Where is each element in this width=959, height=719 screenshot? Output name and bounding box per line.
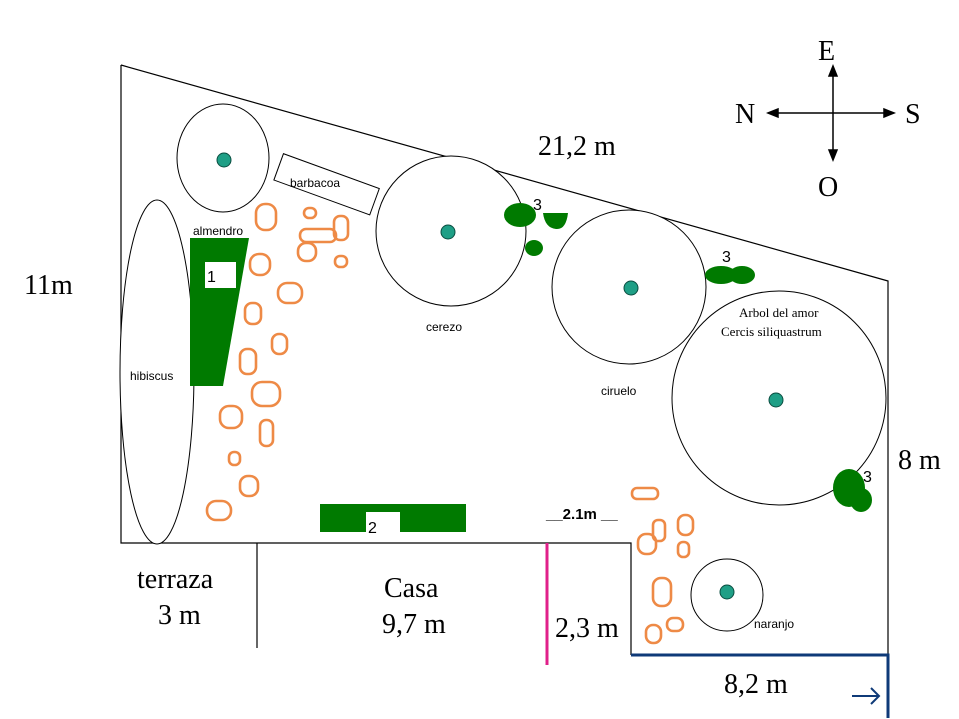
hedge-2-marker-bg — [366, 512, 400, 532]
almond-trunk — [216, 152, 232, 168]
judas-trunk — [768, 392, 784, 408]
stepping-stone — [205, 499, 233, 522]
compass-south: S — [905, 99, 921, 130]
barbecue-box — [273, 153, 380, 216]
house-label: Casa — [384, 573, 439, 604]
stepping-stone — [651, 576, 673, 608]
shrub-marker-3: 3 — [863, 469, 872, 486]
plum-label: ciruelo — [601, 384, 637, 398]
stepping-stone — [238, 474, 260, 498]
shrub-marker-2: 3 — [722, 249, 731, 266]
shrub-group-plum: 3 — [705, 249, 755, 284]
judas-label-latin: Cercis siliquastrum — [721, 324, 822, 339]
stepping-stone — [248, 252, 272, 277]
judas-label-common: Arbol del amor — [739, 305, 819, 320]
stepping-stone — [332, 214, 350, 242]
compass-north: N — [735, 99, 755, 130]
stepping-stone — [676, 540, 691, 559]
stepping-stone — [218, 404, 244, 430]
dimension-right: 8 m — [898, 445, 941, 476]
stepping-stone — [298, 227, 338, 244]
stepping-stone — [238, 347, 258, 376]
stepping-stone — [276, 281, 304, 305]
hedge-1-marker: 1 — [207, 269, 216, 286]
shrub-group-cherry: 3 — [504, 197, 568, 256]
compass-east: E — [818, 36, 835, 67]
compass-rose: E N S O — [735, 36, 921, 203]
stepping-stone — [243, 301, 263, 326]
stepping-stone — [250, 380, 282, 408]
dimension-step: 2,3 m — [555, 613, 619, 644]
compass-arrows — [765, 63, 897, 163]
stepping-stone — [227, 450, 242, 467]
stepping-stone — [333, 254, 349, 269]
dimension-bottom-right: 8,2 m — [724, 669, 788, 700]
terrace-size: 3 m — [158, 600, 201, 631]
property-boundary-left — [120, 65, 632, 655]
plum-trunk — [623, 280, 639, 296]
stepping-stone — [676, 513, 695, 537]
stepping-stone — [636, 532, 658, 556]
barbecue-label: barbacoa — [290, 176, 340, 190]
dimension-top: 21,2 m — [538, 131, 616, 162]
dimension-left: 11m — [24, 270, 73, 301]
stepping-stones-right — [630, 486, 695, 645]
stepping-stone — [651, 518, 667, 543]
house-size: 9,7 m — [382, 609, 446, 640]
stepping-stone — [665, 616, 685, 633]
stepping-stones-left — [205, 202, 350, 522]
almond-label: almendro — [193, 224, 243, 238]
terrace-label: terraza — [137, 564, 214, 595]
stepping-stone — [644, 623, 663, 645]
dimension-gap: __2.1m __ — [545, 506, 618, 523]
shrub-group-judas: 3 — [833, 469, 872, 512]
compass-west: O — [818, 172, 838, 203]
hibiscus-label: hibiscus — [130, 369, 173, 383]
stepping-stone — [258, 418, 275, 448]
stepping-stone — [254, 202, 278, 232]
orange-label: naranjo — [754, 617, 794, 631]
orange-trunk — [719, 584, 735, 600]
property-boundary — [120, 64, 889, 700]
hedge-1-marker-bg — [205, 262, 236, 288]
arrow-right-icon — [852, 687, 881, 705]
shrub-marker-1: 3 — [533, 197, 542, 214]
cherry-trunk — [440, 224, 456, 240]
hedge-2-marker: 2 — [368, 520, 377, 537]
stepping-stone — [270, 332, 289, 356]
stepping-stone — [630, 486, 660, 501]
stepping-stone — [296, 241, 318, 263]
cherry-label: cerezo — [426, 320, 462, 334]
stepping-stone — [302, 206, 318, 220]
bottom-right-measure-line — [631, 653, 890, 718]
